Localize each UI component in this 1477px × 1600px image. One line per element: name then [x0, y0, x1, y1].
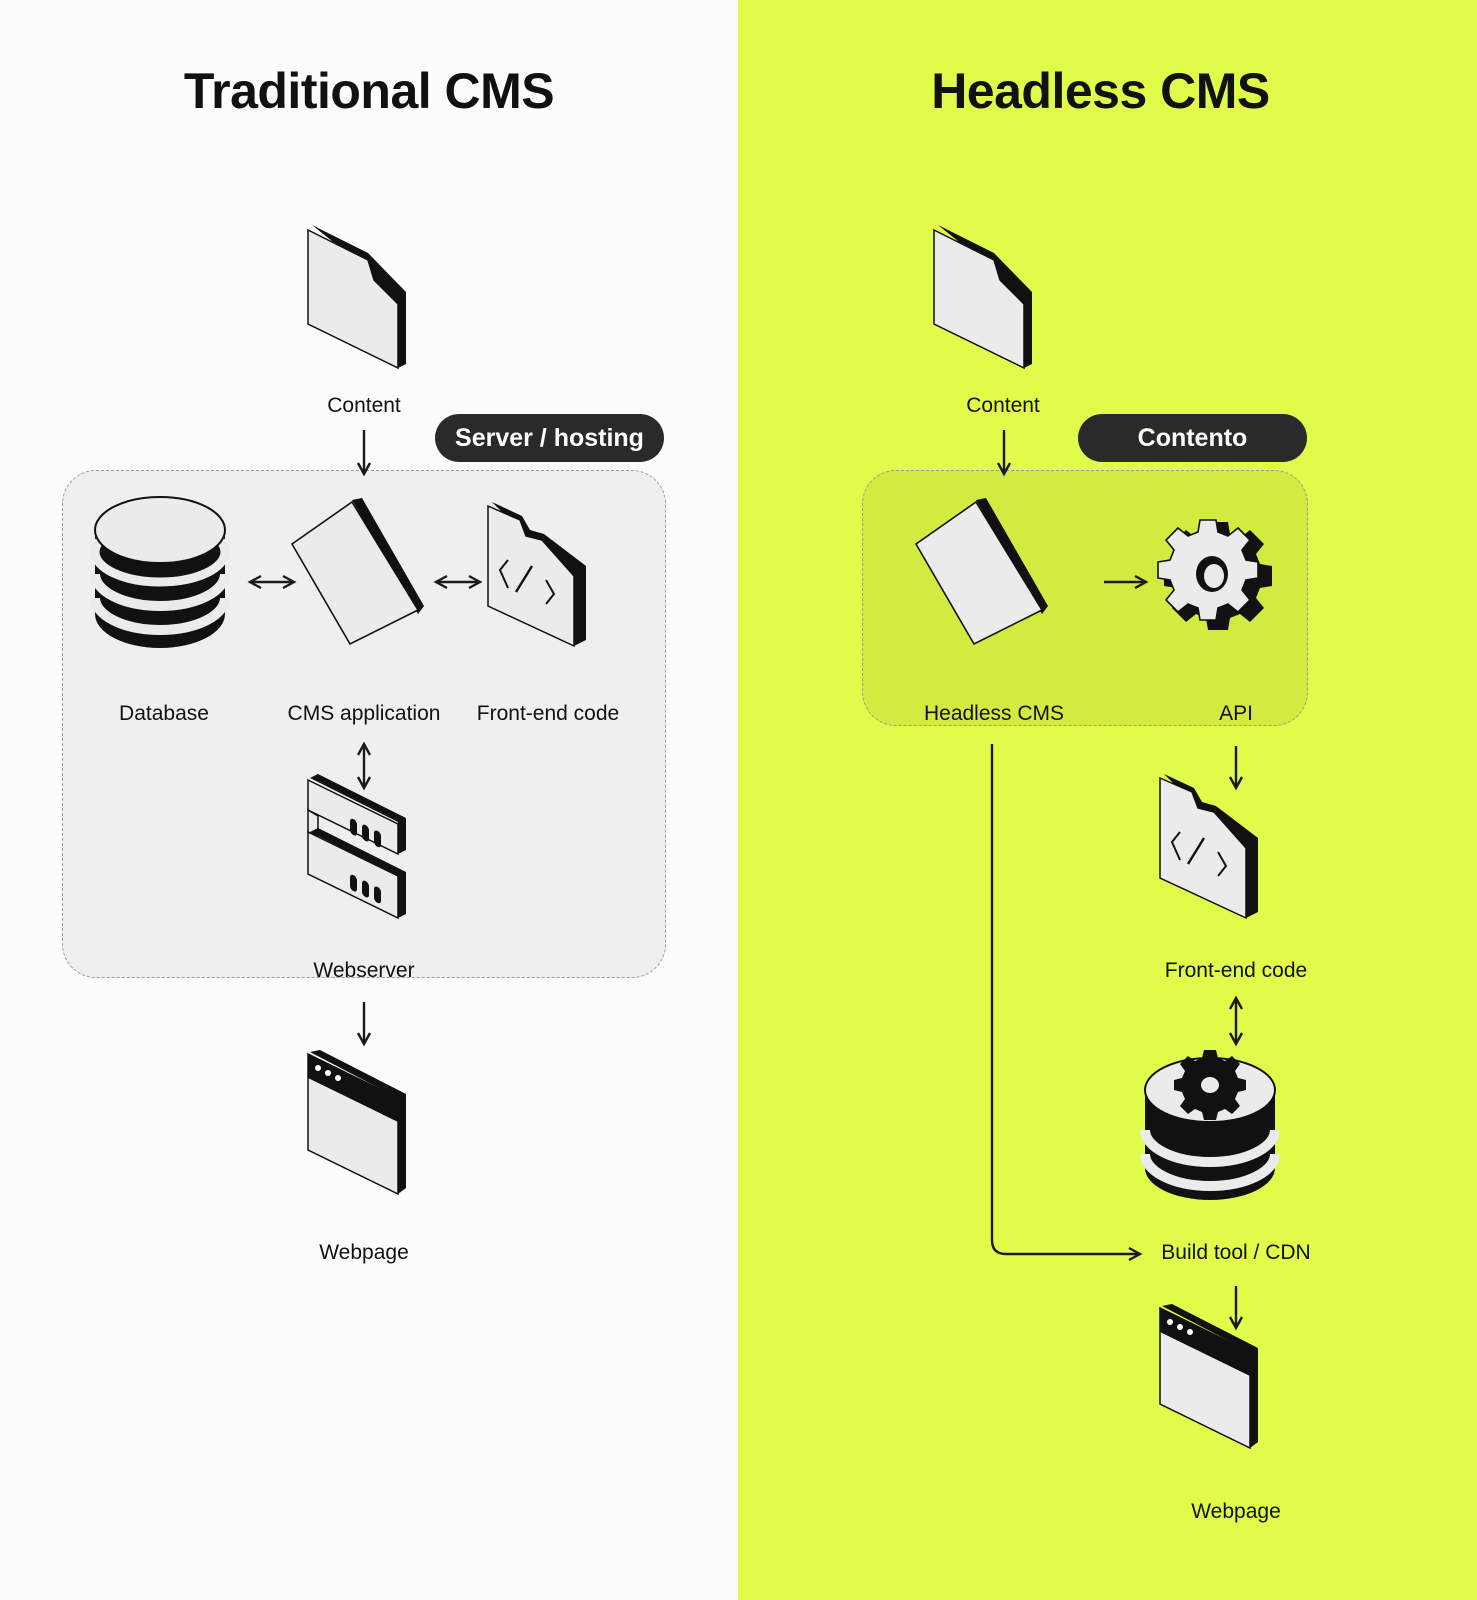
browser-window-icon: [306, 1048, 408, 1198]
label-headless-cms: Headless CMS: [923, 702, 1065, 725]
document-icon: [306, 220, 408, 370]
label-webserver: Webserver: [313, 959, 415, 982]
label-api: API: [1219, 702, 1253, 725]
label-database: Database: [119, 702, 209, 725]
code-file-icon: [486, 500, 588, 648]
label-cms-application: CMS application: [287, 702, 441, 725]
database-icon: [90, 494, 230, 650]
server-icon: [306, 772, 408, 922]
label-webpage-left: Webpage: [319, 1241, 409, 1264]
right-title: Headless CMS: [738, 62, 1477, 120]
card-icon: [290, 496, 426, 646]
server-hosting-badge: Server / hosting: [435, 414, 664, 462]
browser-window-icon-right: [1158, 1302, 1260, 1452]
left-title: Traditional CMS: [183, 63, 555, 119]
label-content-right: Content: [966, 394, 1040, 417]
document-icon-right: [932, 220, 1034, 370]
label-build-tool: Build tool / CDN: [1161, 1241, 1311, 1264]
arrow-headless-to-build: [990, 744, 1143, 1262]
label-frontend-code-right: Front-end code: [1164, 959, 1308, 982]
label-content-left: Content: [327, 394, 401, 417]
card-icon-right: [914, 496, 1050, 646]
code-file-icon-right: [1158, 772, 1260, 920]
right-title-text: Headless CMS: [931, 63, 1270, 119]
database-gear-icon: [1140, 1046, 1280, 1202]
label-frontend-code-left: Front-end code: [476, 702, 620, 725]
contento-badge: Contento: [1078, 414, 1307, 462]
headless-cms-panel: Headless CMS Contento: [738, 0, 1477, 1600]
label-webpage-right: Webpage: [1191, 1500, 1281, 1523]
gear-icon: [1157, 512, 1272, 630]
